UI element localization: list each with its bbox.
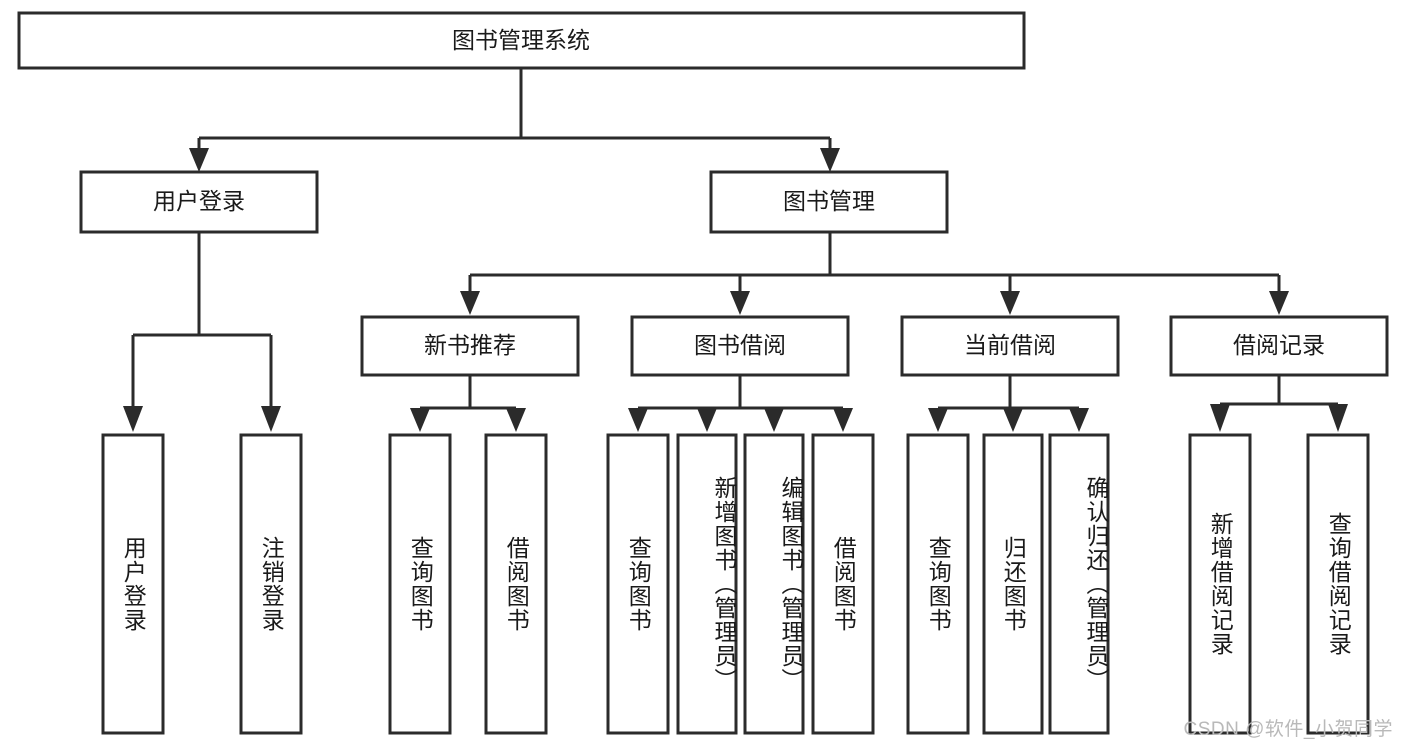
arrow-leaf-return-book: [1003, 408, 1023, 432]
csdn-watermark: CSDN @软件_小贺同学: [1183, 719, 1393, 740]
node-label-book-borrow: 图书借阅: [694, 332, 786, 358]
arrow-leaf-confirm-return: [1069, 408, 1089, 432]
node-layer: 图书管理系统 用户登录 图书管理 新书推荐 图书借阅 当前借阅 借阅记录: [17, 11, 1389, 735]
connector-layer: [123, 68, 1348, 432]
node-box-leaf-confirm-return[interactable]: [1048, 433, 1110, 735]
arrow-leaf-borrow-book-2: [833, 408, 853, 432]
node-box-leaf-edit-book[interactable]: [743, 433, 805, 735]
arrow-leaf-user-login: [123, 406, 143, 432]
arrow-leaf-add-record: [1210, 404, 1230, 432]
arrow-leaf-borrow-book-1: [506, 408, 526, 432]
node-box-book-borrow[interactable]: [630, 315, 850, 377]
arrow-book-borrow: [730, 291, 750, 315]
node-box-leaf-query-book-2[interactable]: [606, 433, 670, 735]
node-box-leaf-user-login[interactable]: [101, 433, 165, 735]
node-label-current-borrow: 当前借阅: [964, 332, 1056, 358]
node-box-new-book-rec[interactable]: [360, 315, 580, 377]
node-label-borrow-record: 借阅记录: [1233, 332, 1325, 358]
arrow-current-borrow: [1000, 291, 1020, 315]
node-box-leaf-add-record[interactable]: [1188, 433, 1252, 735]
node-box-leaf-borrow-book-2[interactable]: [811, 433, 875, 735]
node-label-new-book-rec: 新书推荐: [424, 332, 516, 358]
node-box-current-borrow[interactable]: [900, 315, 1120, 377]
arrow-book-manage: [820, 148, 840, 172]
node-box-leaf-query-book-3[interactable]: [906, 433, 970, 735]
arrow-leaf-query-book-1: [410, 408, 430, 432]
node-label-book-manage: 图书管理: [783, 188, 875, 214]
arrow-leaf-edit-book: [764, 408, 784, 432]
node-box-leaf-add-book[interactable]: [676, 433, 738, 735]
node-label-user-login: 用户登录: [153, 188, 245, 214]
arrow-new-book-rec: [460, 291, 480, 315]
arrow-leaf-query-record: [1328, 404, 1348, 432]
arrow-borrow-record: [1269, 291, 1289, 315]
arrow-leaf-add-book: [697, 408, 717, 432]
node-box-leaf-query-book-1[interactable]: [388, 433, 452, 735]
node-box-borrow-record[interactable]: [1169, 315, 1389, 377]
node-box-root[interactable]: [17, 11, 1026, 70]
arrow-leaf-query-book-3: [928, 408, 948, 432]
node-box-leaf-logout[interactable]: [239, 433, 303, 735]
node-box-leaf-borrow-book-1[interactable]: [484, 433, 548, 735]
node-label-root: 图书管理系统: [452, 27, 590, 53]
node-box-user-login[interactable]: [79, 170, 319, 234]
node-box-book-manage[interactable]: [709, 170, 949, 234]
node-box-leaf-query-record[interactable]: [1306, 433, 1370, 735]
arrow-user-login: [189, 148, 209, 172]
node-box-leaf-return-book[interactable]: [982, 433, 1044, 735]
arrow-leaf-query-book-2: [628, 408, 648, 432]
arrow-leaf-logout: [261, 406, 281, 432]
